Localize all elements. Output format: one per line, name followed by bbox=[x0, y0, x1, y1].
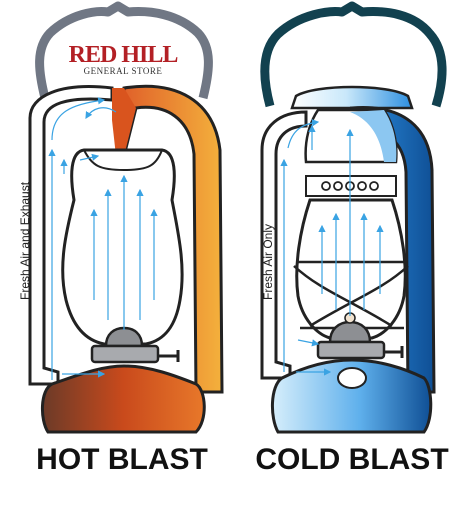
cold-base bbox=[271, 358, 433, 434]
hot-burner bbox=[90, 326, 180, 364]
cold-blast-title: COLD BLAST bbox=[255, 443, 448, 476]
cold-blast-lantern: Fresh Air Only COLD BLAST bbox=[255, 1, 449, 476]
hot-airflow-label: Fresh Air and Exhaust bbox=[18, 181, 32, 300]
cold-cap bbox=[290, 85, 414, 110]
hot-left-tube bbox=[28, 85, 114, 386]
cold-globe bbox=[295, 198, 407, 340]
cold-handle bbox=[260, 1, 447, 108]
hot-right-tube bbox=[122, 84, 224, 394]
hot-airflow-arrows bbox=[48, 97, 158, 380]
hot-handle bbox=[35, 1, 213, 100]
hot-base bbox=[41, 364, 206, 434]
hot-cap-wedge bbox=[112, 88, 136, 156]
cold-airflow-arrows bbox=[280, 119, 384, 376]
brand-tagline: GENERAL STORE bbox=[84, 66, 163, 76]
brand-logo: RED HILL bbox=[69, 42, 178, 68]
hot-blast-title: HOT BLAST bbox=[36, 443, 208, 476]
cold-vent-holes bbox=[321, 181, 379, 191]
hot-globe bbox=[61, 148, 184, 346]
cold-burner bbox=[316, 312, 404, 360]
hot-blast-lantern: RED HILL GENERAL STORE Fresh Air and Exh… bbox=[18, 1, 224, 476]
cold-airflow-label: Fresh Air Only bbox=[261, 224, 275, 300]
